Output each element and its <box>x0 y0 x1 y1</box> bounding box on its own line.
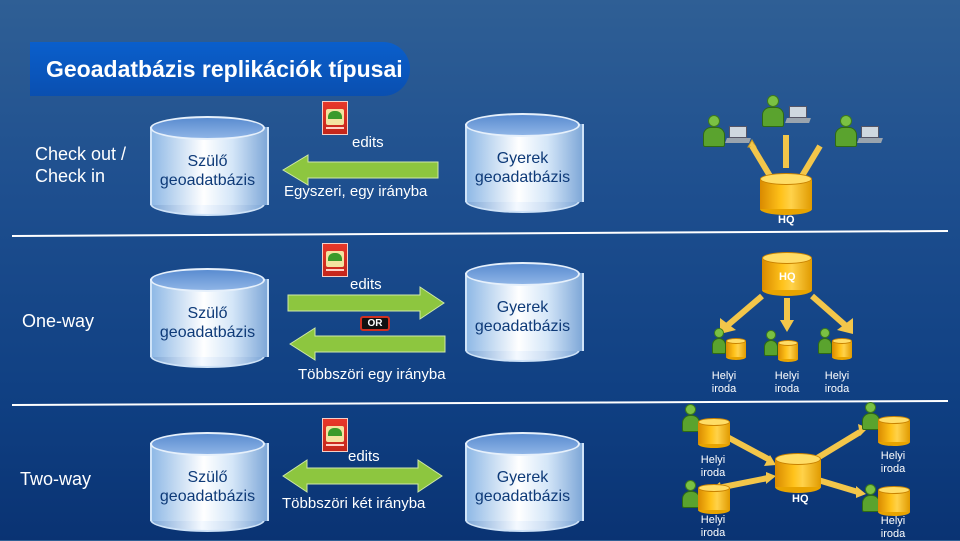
child-geodatabase: Gyerek geoadatbázis <box>465 432 580 532</box>
office-label: Helyi iroda <box>693 454 733 480</box>
row-label-checkout: Check out / Check in <box>35 143 126 187</box>
office-label: Helyi iroda <box>873 515 913 541</box>
parent-label: Szülő geoadatbázis <box>150 468 265 506</box>
hq-database <box>760 173 812 215</box>
office-label: Helyi iroda <box>767 370 807 396</box>
edits-label: edits <box>348 448 380 465</box>
parent-geodatabase: Szülő geoadatbázis <box>150 116 265 216</box>
edits-doc-icon <box>322 418 348 452</box>
left-arrow <box>290 328 445 360</box>
row-label-oneway: One-way <box>22 311 94 332</box>
parent-label: Szülő geoadatbázis <box>150 304 265 342</box>
office-database <box>726 338 746 360</box>
direction-label: Többszöri egy irányba <box>298 366 446 383</box>
laptop-icon <box>858 126 882 144</box>
office-database <box>878 416 910 446</box>
direction-label: Többszöri két irányba <box>282 495 425 512</box>
laptop-icon <box>726 126 750 144</box>
or-badge: OR <box>360 316 390 331</box>
edits-label: edits <box>352 134 384 151</box>
user-icon <box>835 115 857 147</box>
child-geodatabase: Gyerek geoadatbázis <box>465 262 580 362</box>
edits-doc-icon <box>322 243 348 277</box>
row-label-twoway: Two-way <box>20 469 91 490</box>
edits-doc-icon <box>322 101 348 135</box>
child-label: Gyerek geoadatbázis <box>465 149 580 187</box>
child-label: Gyerek geoadatbázis <box>465 468 580 506</box>
office-database <box>832 338 852 360</box>
parent-geodatabase: Szülő geoadatbázis <box>150 432 265 532</box>
child-geodatabase: Gyerek geoadatbázis <box>465 113 580 213</box>
user-icon <box>712 328 726 354</box>
row-separator <box>12 401 948 405</box>
hq-label: HQ <box>778 214 795 226</box>
laptop-icon <box>786 106 810 124</box>
office-database <box>878 486 910 516</box>
office-label: Helyi iroda <box>704 370 744 396</box>
user-icon <box>818 328 832 354</box>
edits-label: edits <box>350 276 382 293</box>
office-label: Helyi iroda <box>873 450 913 476</box>
user-icon <box>762 95 784 127</box>
child-label: Gyerek geoadatbázis <box>465 298 580 336</box>
hq-label: HQ <box>792 493 809 505</box>
office-database <box>698 418 730 448</box>
parent-geodatabase: Szülő geoadatbázis <box>150 268 265 368</box>
user-icon <box>764 330 778 356</box>
office-database <box>778 340 798 362</box>
left-arrow <box>283 155 438 185</box>
row-separator <box>12 231 948 236</box>
office-label: Helyi iroda <box>693 514 733 540</box>
user-icon <box>703 115 725 147</box>
parent-label: Szülő geoadatbázis <box>150 152 265 190</box>
hq-label: HQ <box>779 271 796 283</box>
direction-label: Egyszeri, egy irányba <box>284 183 427 200</box>
office-label: Helyi iroda <box>817 370 857 396</box>
hq-database <box>775 453 821 493</box>
office-database <box>698 484 730 514</box>
